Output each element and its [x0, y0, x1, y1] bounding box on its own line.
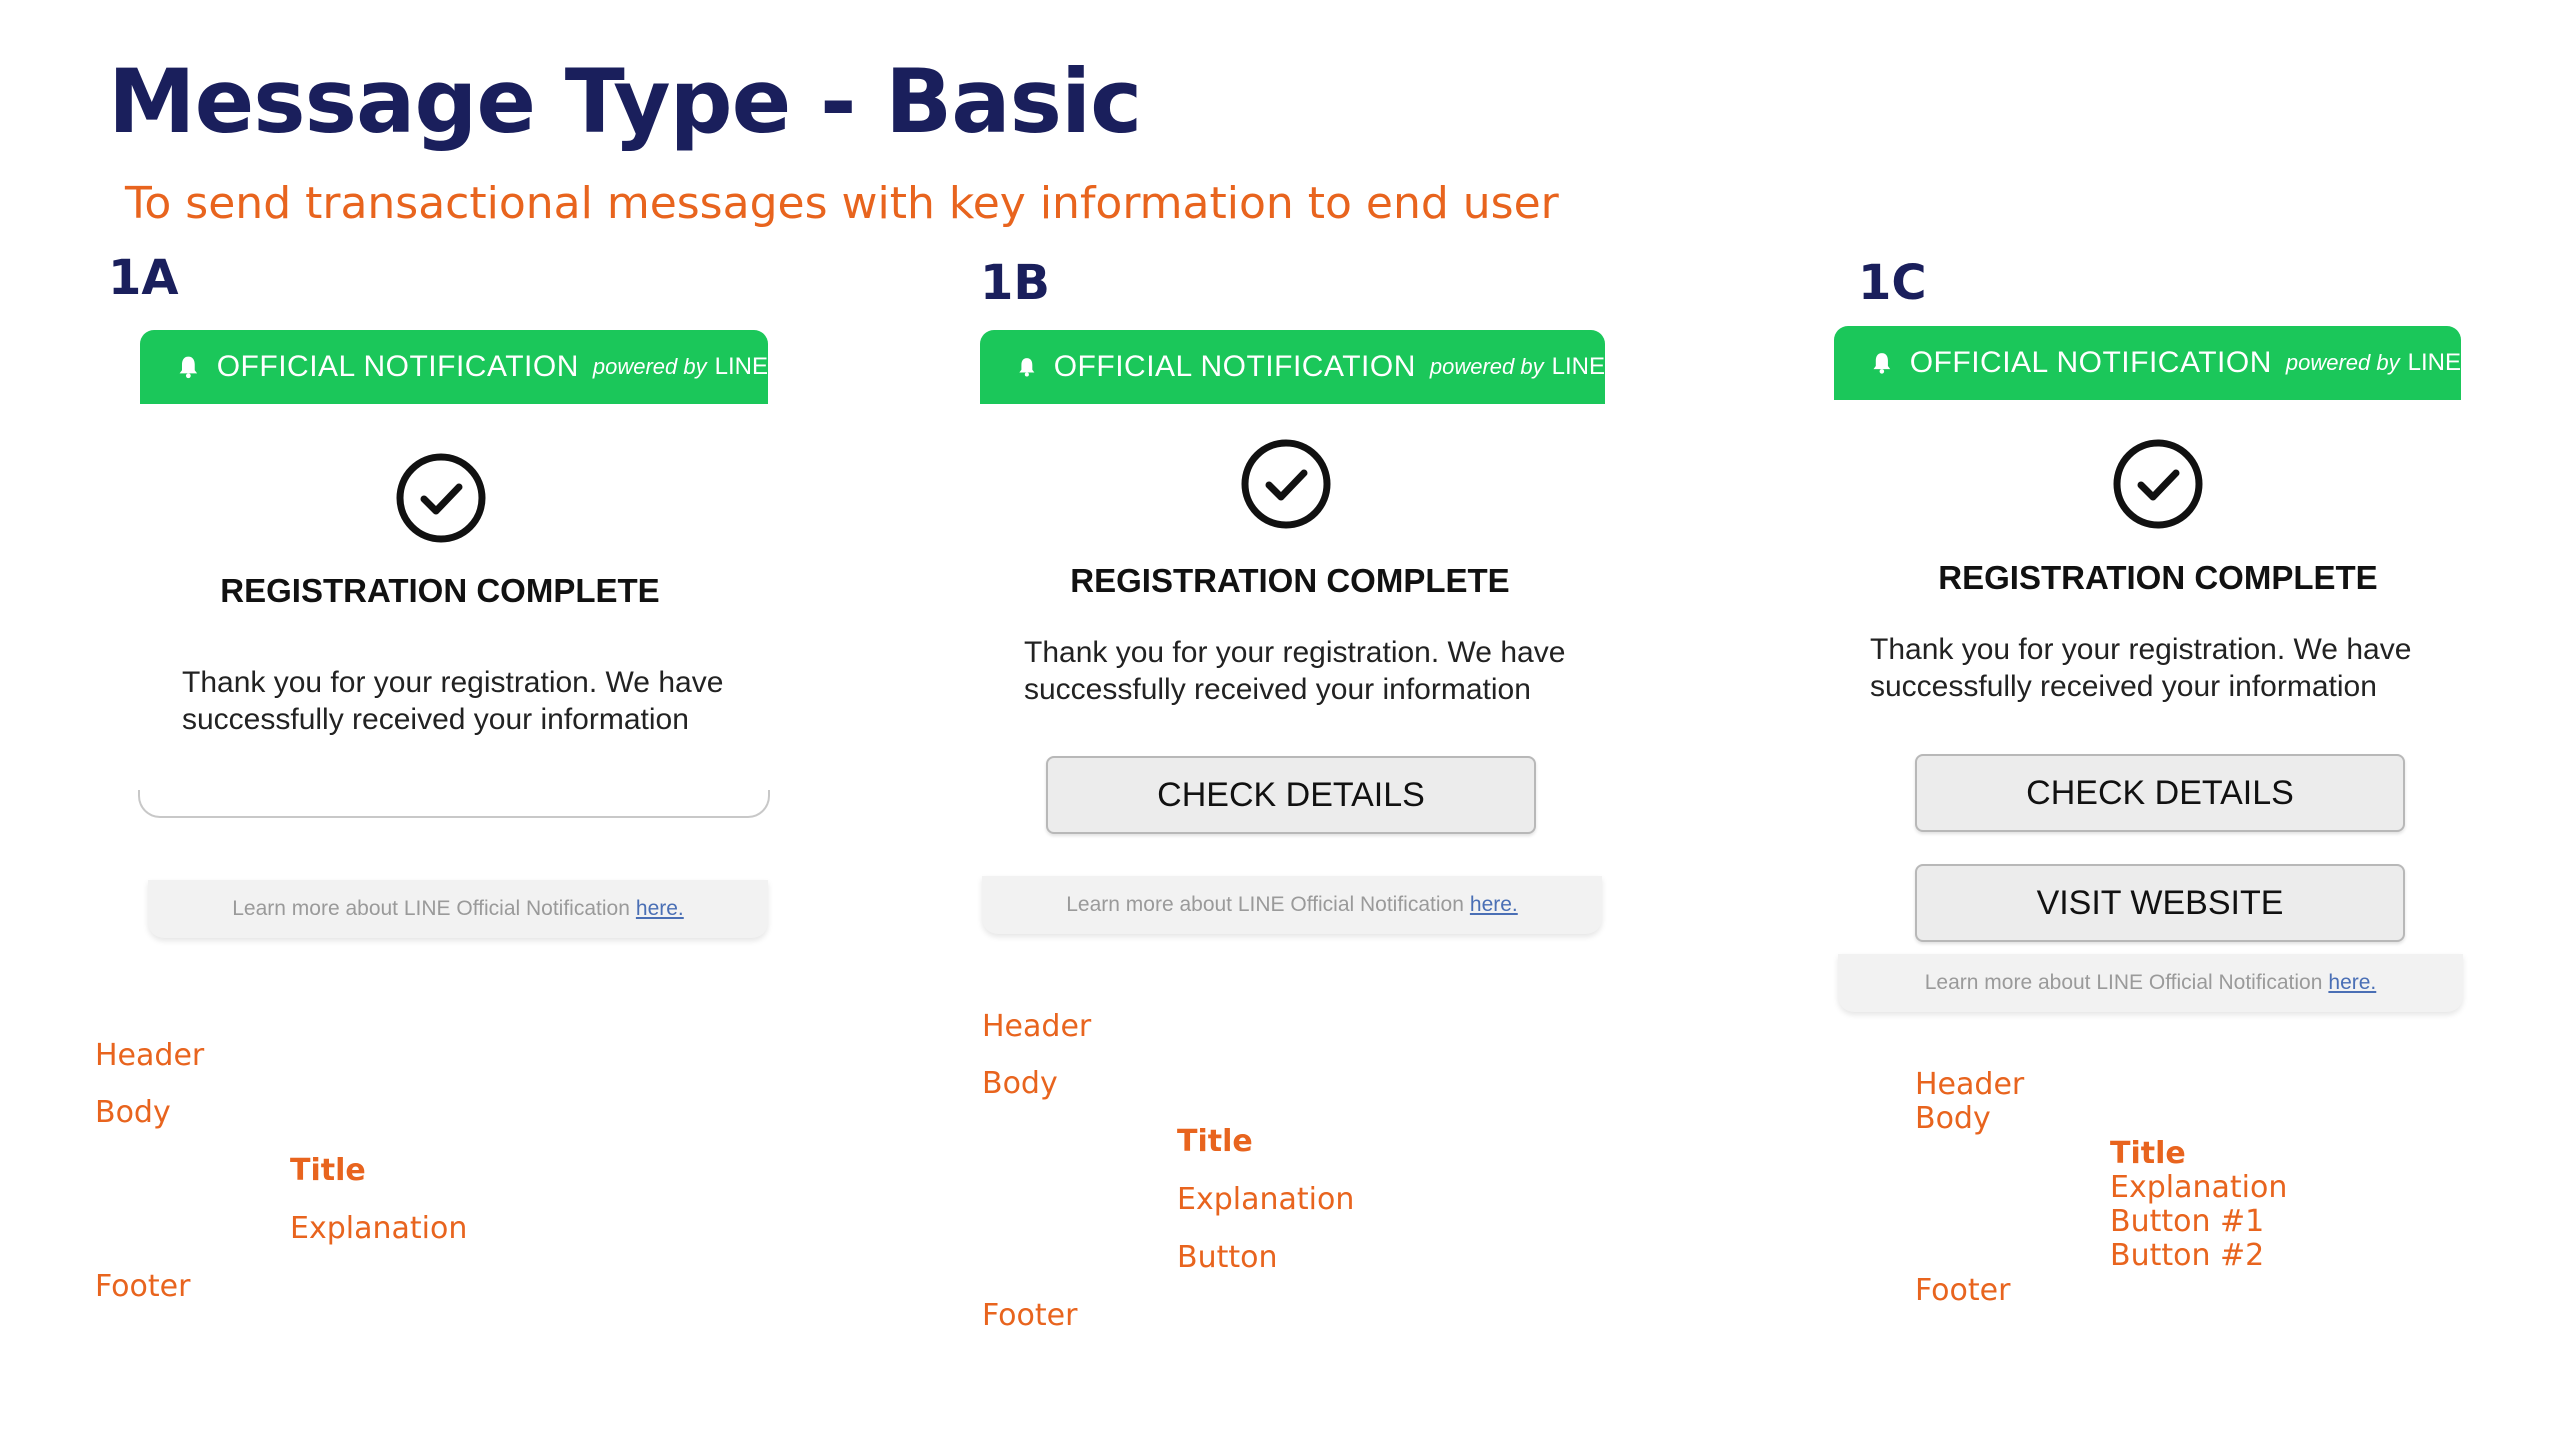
note-footer: Footer [982, 1298, 1078, 1333]
slide-subtitle: To send transactional messages with key … [125, 178, 1559, 229]
notification-footer: Learn more about LINE Official Notificat… [1838, 954, 2463, 1012]
body-line-2: successfully received your information [1024, 673, 1531, 706]
header-brand: LINE [2407, 349, 2461, 376]
variant-label-1a: 1A [108, 250, 179, 306]
header-title: OFFICIAL NOTIFICATION [1909, 346, 2272, 379]
header-powered: powered by [592, 354, 707, 379]
footer-link[interactable]: here. [635, 897, 684, 920]
note-button: Button [1177, 1240, 1278, 1275]
footer-link[interactable]: here. [2328, 971, 2377, 994]
footer-text: Learn more about LINE Official Notificat… [1924, 971, 2323, 994]
note-explanation: Explanation [2110, 1170, 2288, 1205]
note-header: Header [95, 1038, 205, 1073]
note-header: Header [1915, 1067, 2025, 1102]
bell-icon [1019, 358, 1035, 377]
notification-card-1a: OFFICIAL NOTIFICATION powered by LINE [140, 330, 768, 404]
registration-title: REGISTRATION COMPLETE [1938, 559, 2378, 596]
body-line-2: successfully received your information [182, 703, 689, 736]
header-powered: powered by [1429, 354, 1544, 379]
body-explanation: Thank you for your registration. We have… [1870, 631, 2411, 705]
note-footer: Footer [95, 1269, 191, 1304]
body-line-2: successfully received your information [1870, 670, 2377, 703]
check-circle-icon [396, 453, 486, 543]
check-details-button[interactable]: CHECK DETAILS [1046, 756, 1536, 834]
notification-footer: Learn more about LINE Official Notificat… [982, 876, 1602, 934]
registration-title: REGISTRATION COMPLETE [1070, 562, 1510, 599]
header-title: OFFICIAL NOTIFICATION [216, 350, 579, 383]
bell-icon [1873, 353, 1891, 374]
check-circle-icon [2113, 439, 2203, 529]
slide-title: Message Type - Basic [108, 50, 1142, 153]
notification-header: OFFICIAL NOTIFICATION powered by LINE [140, 330, 768, 404]
body-line-1: Thank you for your registration. We have [182, 666, 724, 699]
note-explanation: Explanation [1177, 1182, 1355, 1217]
note-body: Body [1915, 1101, 1991, 1136]
note-button-1: Button #1 [2110, 1204, 2265, 1239]
note-body: Body [982, 1066, 1058, 1101]
header-title: OFFICIAL NOTIFICATION [1053, 350, 1416, 383]
header-powered: powered by [2285, 350, 2400, 375]
footer-text: Learn more about LINE Official Notificat… [232, 897, 630, 920]
notification-header: OFFICIAL NOTIFICATION powered by LINE [1834, 326, 2461, 400]
body-line-1: Thank you for your registration. We have [1024, 636, 1566, 669]
note-title: Title [1177, 1124, 1253, 1159]
footer-link[interactable]: here. [1469, 893, 1518, 916]
variant-label-1b: 1B [980, 255, 1050, 311]
note-button-2: Button #2 [2110, 1238, 2265, 1273]
note-body: Body [95, 1095, 171, 1130]
body-line-1: Thank you for your registration. We have [1870, 633, 2412, 666]
footer-text: Learn more about LINE Official Notificat… [1066, 893, 1464, 916]
body-explanation: Thank you for your registration. We have… [182, 664, 723, 738]
notification-header: OFFICIAL NOTIFICATION powered by LINE [980, 330, 1605, 404]
bell-icon [179, 356, 198, 379]
variant-label-1c: 1C [1858, 255, 1927, 311]
header-brand: LINE [714, 353, 768, 380]
body-bottom-edge [138, 790, 770, 818]
note-explanation: Explanation [290, 1211, 468, 1246]
registration-title: REGISTRATION COMPLETE [220, 572, 660, 609]
note-title: Title [2110, 1136, 2186, 1171]
notification-card-1c: OFFICIAL NOTIFICATION powered by LINE [1834, 326, 2461, 400]
note-footer: Footer [1915, 1273, 2011, 1308]
check-circle-icon [1241, 439, 1331, 529]
note-header: Header [982, 1009, 1092, 1044]
note-title: Title [290, 1153, 366, 1188]
visit-website-button[interactable]: VISIT WEBSITE [1915, 864, 2405, 942]
check-details-button[interactable]: CHECK DETAILS [1915, 754, 2405, 832]
header-brand: LINE [1551, 353, 1605, 380]
notification-footer: Learn more about LINE Official Notificat… [148, 880, 768, 938]
notification-card-1b: OFFICIAL NOTIFICATION powered by LINE [980, 330, 1605, 404]
body-explanation: Thank you for your registration. We have… [1024, 634, 1565, 708]
